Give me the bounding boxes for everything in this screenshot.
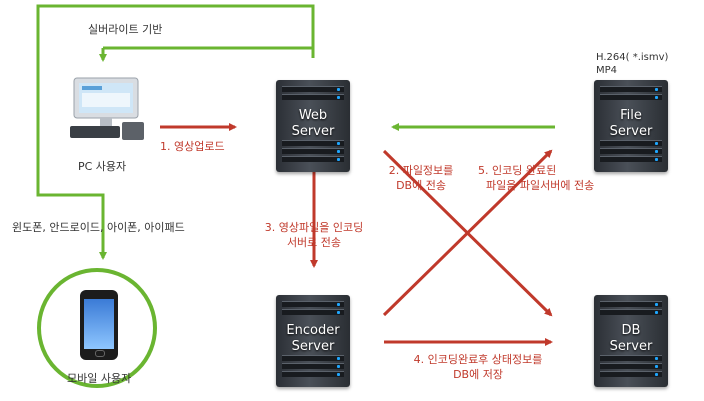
step-3-label-line1: 3. 영상파일을 인코딩	[264, 221, 364, 234]
mobile-user-circle	[37, 268, 157, 388]
encoder-server-label-1: Encoder	[286, 323, 340, 338]
db-server-label-1: DB	[621, 323, 641, 338]
silverlight-label: 실버라이트 기반	[88, 23, 163, 36]
db-server-label-2: Server	[609, 339, 653, 354]
file-server-label-2: Server	[609, 124, 653, 139]
step-1-label: 1. 영상업로드	[160, 140, 225, 153]
arrow-5-to-file	[382, 149, 553, 317]
step-3-label-line2: 서버로 전송	[286, 236, 342, 249]
mobile-user-label: 모바일 사용자	[67, 372, 132, 385]
file-format-1: H.264( *.ismv)	[596, 52, 669, 63]
step-4-label-line1: 4. 인코딩완료후 상태정보를	[413, 353, 543, 366]
silverlight-arrow	[36, 4, 315, 260]
step-2-label-line2: DB에 전송	[396, 179, 446, 192]
step-5-label-line2: 파일을 파일서버에 전송	[486, 179, 595, 192]
phone-icon	[80, 290, 118, 360]
file-server-label-1: File	[620, 108, 642, 123]
step-5-label-line1: 5. 인코딩 완료된	[478, 164, 557, 177]
encoder-server-label-2: Server	[291, 339, 335, 354]
file-format-2: MP4	[596, 65, 618, 76]
mobile-platforms-label: 윈도폰, 안드로이드, 아이폰, 아이패드	[12, 221, 185, 234]
web-server-label-1: Web	[298, 108, 328, 123]
pc-icon	[66, 74, 146, 144]
step-4-label-line2: DB에 저장	[453, 368, 503, 381]
step-2-label-line1: 2. 파일정보를	[388, 164, 454, 177]
web-server-label-2: Server	[291, 124, 335, 139]
pc-user-label: PC 사용자	[78, 160, 127, 173]
